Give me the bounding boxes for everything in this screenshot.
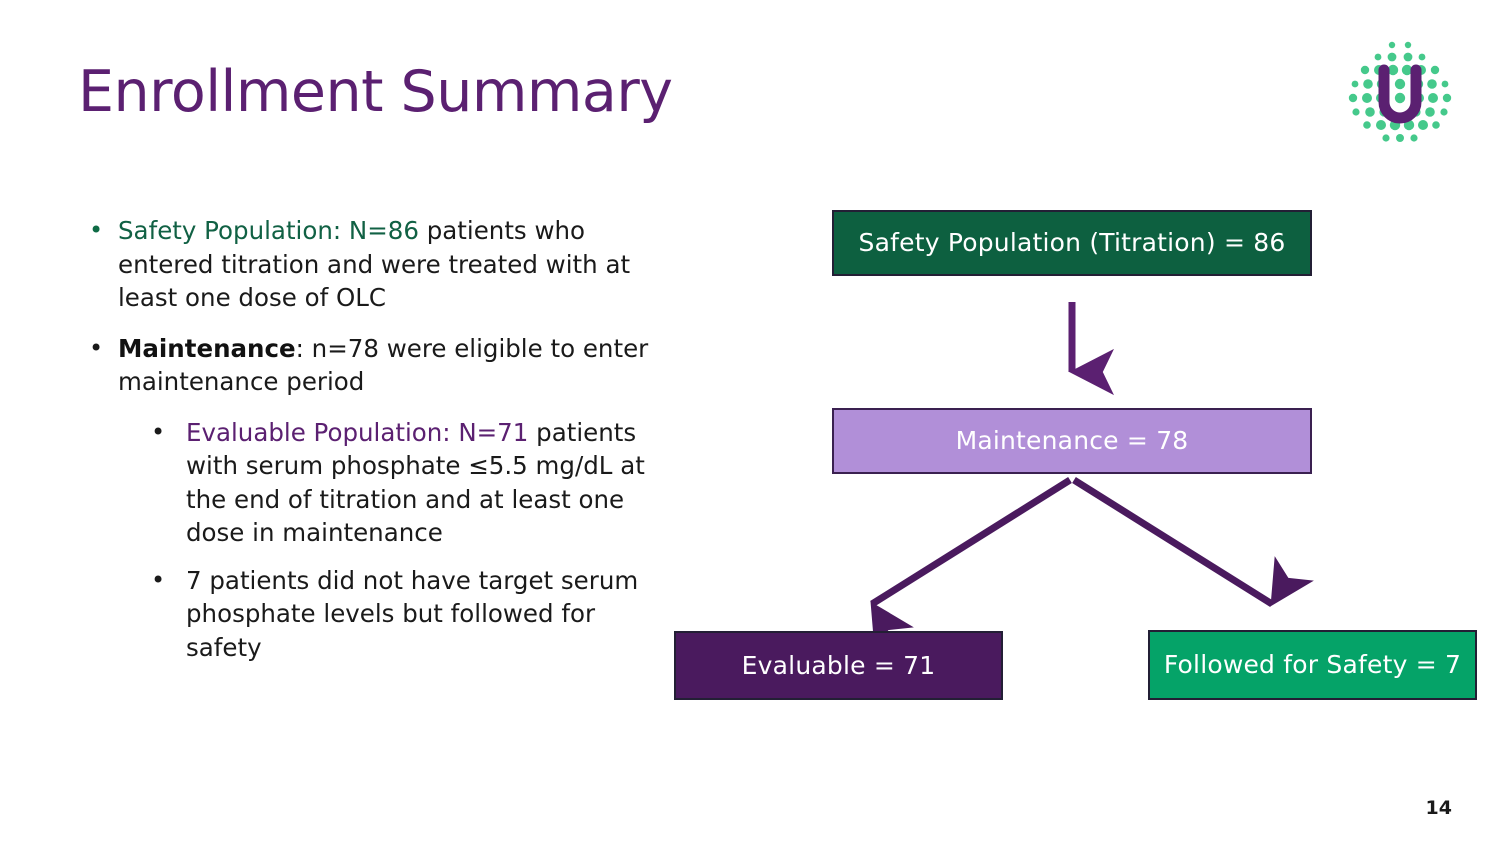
bullet-marker-icon: • [89,216,104,244]
list-item: • 7 patients did not have target serum p… [78,564,658,665]
bullet-lead-text: Safety Population: N=86 [118,216,419,245]
flow-node-evaluable: Evaluable = 71 [674,631,1003,700]
company-u-logo [1340,32,1460,152]
bullet-marker-icon: • [89,333,104,362]
arrow-maintenance-to-evaluable [870,477,1072,652]
bullet-marker-icon: • [151,565,166,594]
flow-node-safety-population: Safety Population (Titration) = 86 [832,210,1312,276]
list-item: • Evaluable Population: N=71 patients wi… [78,416,658,550]
bullet-list: • Safety Population: N=86 patients who e… [78,214,658,678]
bullet-body-text: 7 patients did not have target serum pho… [186,565,639,662]
page-number: 14 [1425,797,1452,819]
list-item: • Maintenance: n=78 were eligible to ent… [78,332,658,399]
flow-node-followed-for-safety: Followed for Safety = 7 [1148,630,1477,700]
list-item: • Safety Population: N=86 patients who e… [78,214,658,315]
logo-letter-u [1378,64,1422,124]
bullet-marker-icon: • [151,417,166,446]
bullet-lead-text: Evaluable Population: N=71 [186,417,529,447]
page-title: Enrollment Summary [78,59,673,125]
bullet-body-text: patients who entered titration and were … [118,216,631,312]
bullet-lead-text: Maintenance [118,333,296,363]
arrow-maintenance-to-followed [1072,477,1314,607]
bullet-body-text: : n=78 were eligible to enter maintenanc… [118,333,649,397]
flow-node-maintenance: Maintenance = 78 [832,408,1312,474]
bullet-body-text: patients with serum phosphate ≤5.5 mg/dL… [186,417,645,548]
